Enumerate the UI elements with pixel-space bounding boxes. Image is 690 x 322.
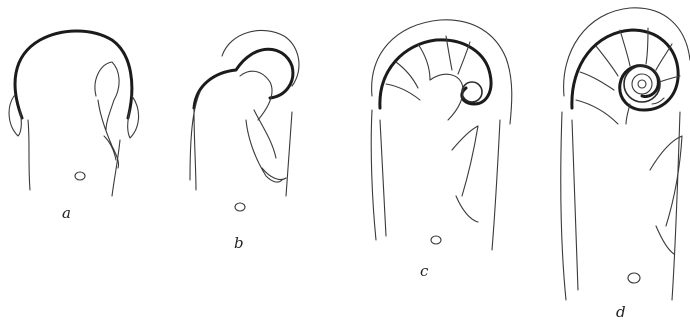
panel-c-drawing: [371, 20, 512, 250]
panel-a-drawing: [9, 31, 139, 196]
panel-label-d: d: [616, 303, 626, 321]
panel-b-drawing: [190, 30, 299, 211]
panel-label-c: c: [420, 262, 429, 280]
panel-label-b: b: [234, 234, 244, 252]
panel-label-a: a: [62, 204, 71, 222]
panel-d-drawing: [561, 8, 690, 300]
